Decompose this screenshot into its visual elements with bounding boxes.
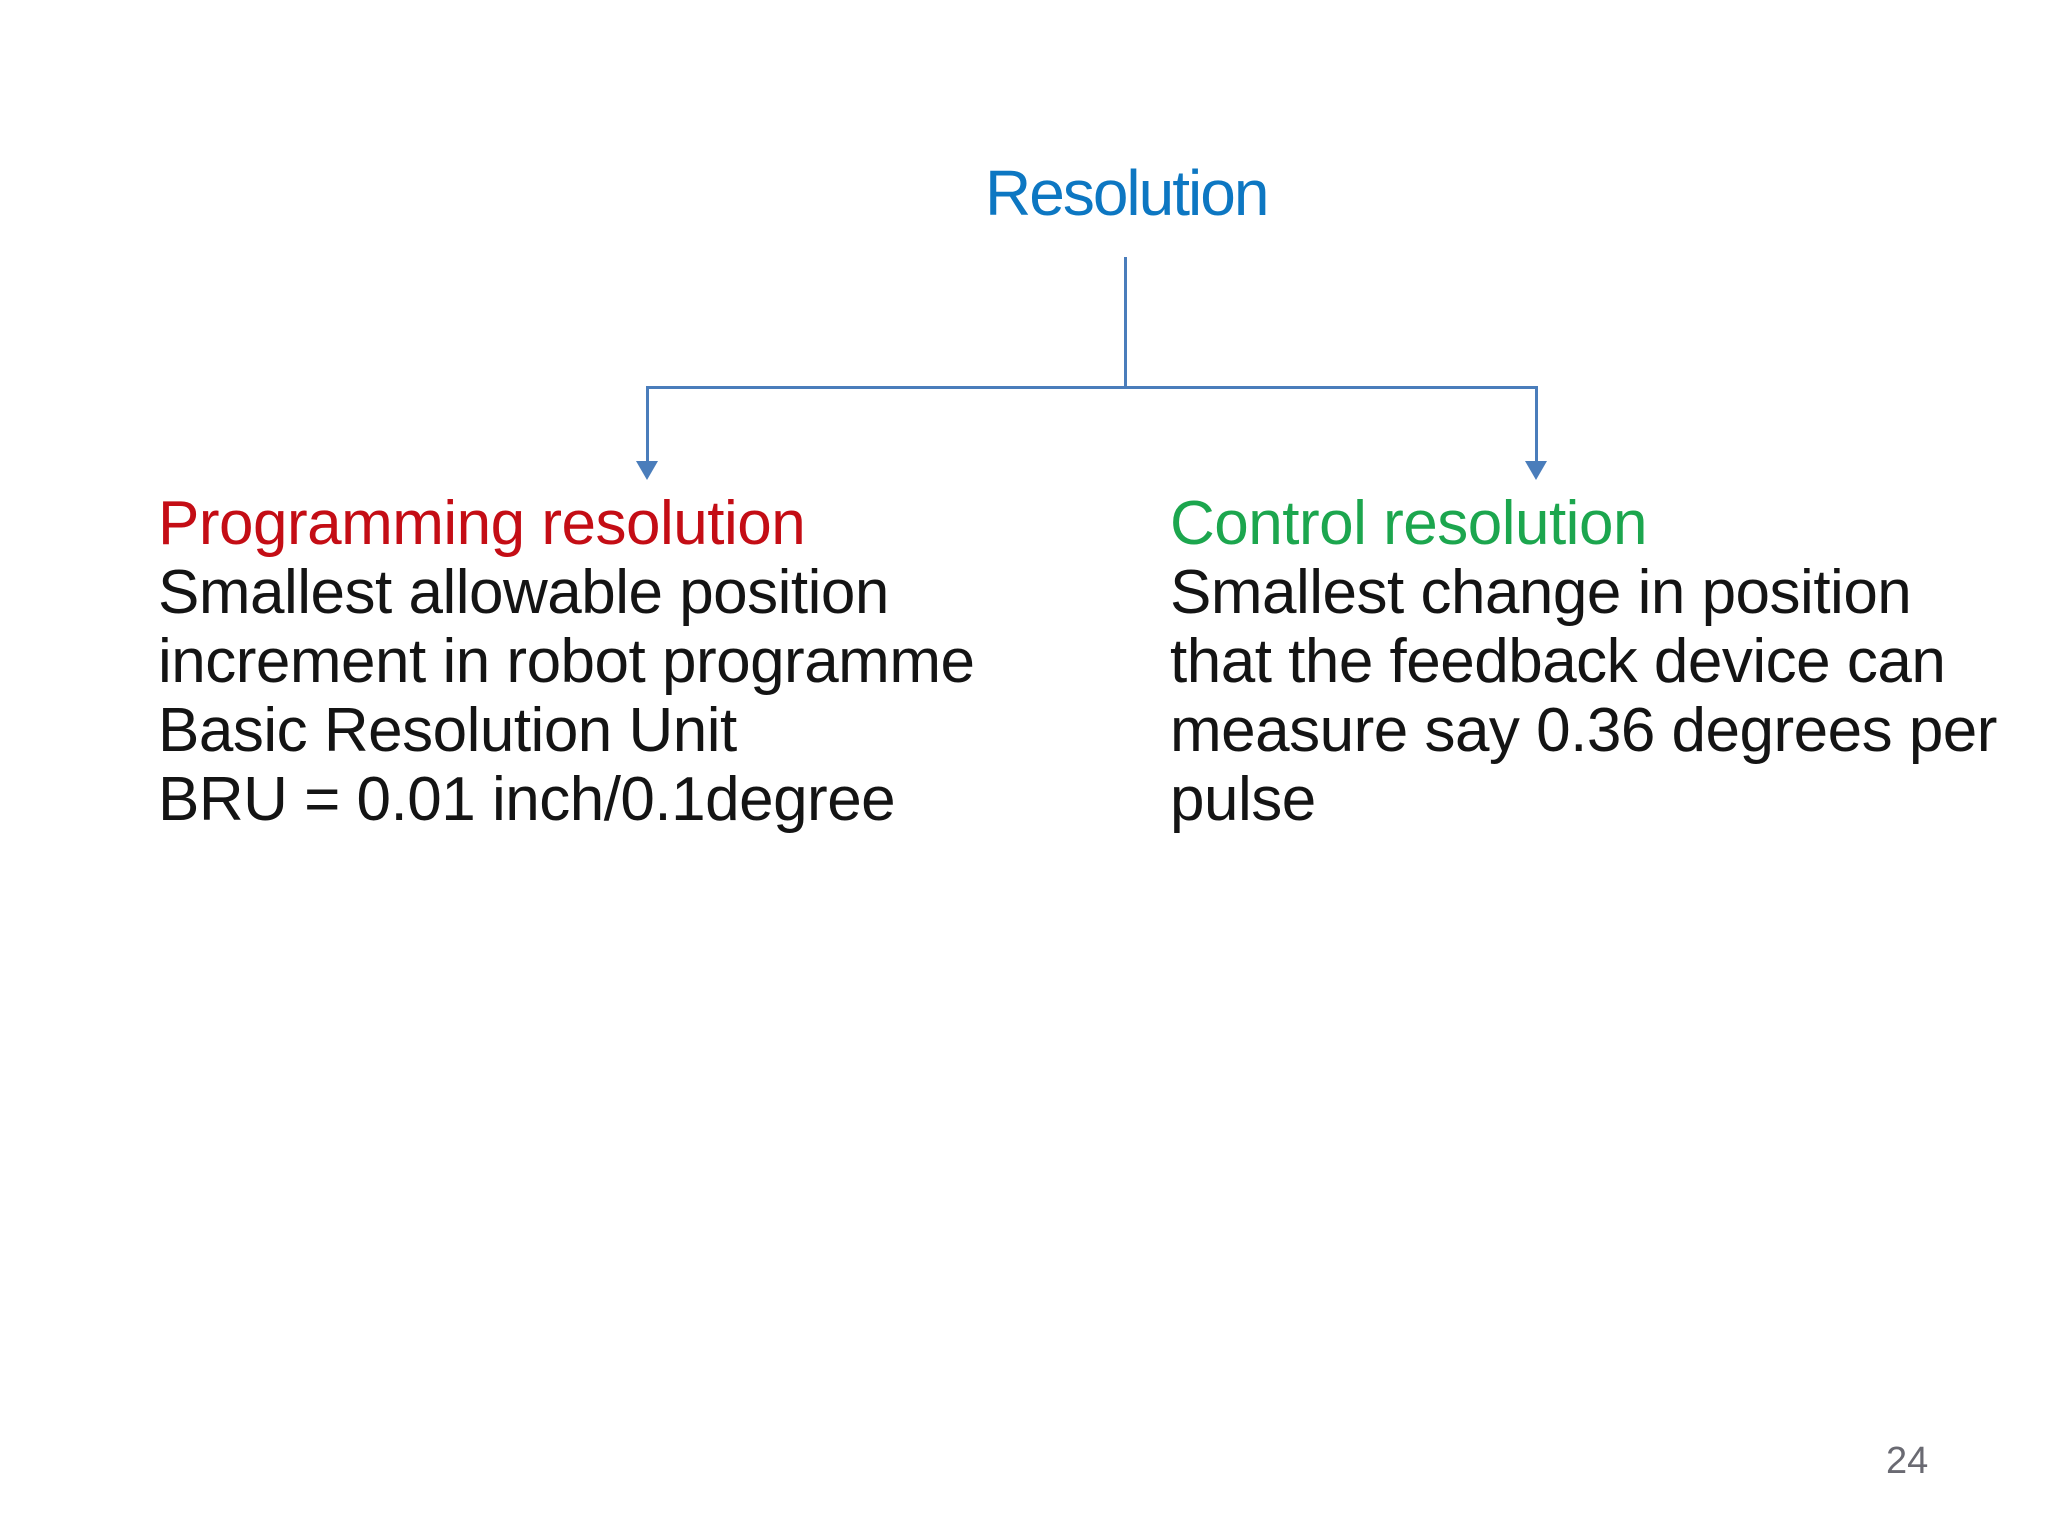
branch-text-line: measure say 0.36 degrees per — [1170, 696, 1997, 765]
page-number: 24 — [1886, 1440, 1929, 1482]
branch-text-line: Smallest change in position — [1170, 558, 1912, 627]
branch-programming-resolution: Programming resolution Smallest allowabl… — [158, 489, 975, 834]
branch-text-line: increment in robot programme — [158, 627, 975, 696]
arrow-down-icon — [636, 461, 658, 480]
arrow-down-icon — [1525, 461, 1547, 480]
connector-cross-line — [646, 386, 1538, 389]
slide-title: Resolution — [985, 157, 1269, 229]
connector-left-drop-line — [646, 386, 649, 462]
branch-heading-control: Control resolution — [1170, 489, 1647, 558]
branch-text-line: that the feedback device can — [1170, 627, 1946, 696]
branch-text-line: Smallest allowable position — [158, 558, 889, 627]
connector-stem-line — [1124, 257, 1127, 389]
branch-text-line: BRU = 0.01 inch/0.1degree — [158, 765, 896, 834]
connector-right-drop-line — [1535, 386, 1538, 462]
branch-text-line: Basic Resolution Unit — [158, 696, 737, 765]
branch-text-line: pulse — [1170, 765, 1316, 834]
branch-control-resolution: Control resolution Smallest change in po… — [1170, 489, 1997, 834]
branch-heading-programming: Programming resolution — [158, 489, 806, 558]
